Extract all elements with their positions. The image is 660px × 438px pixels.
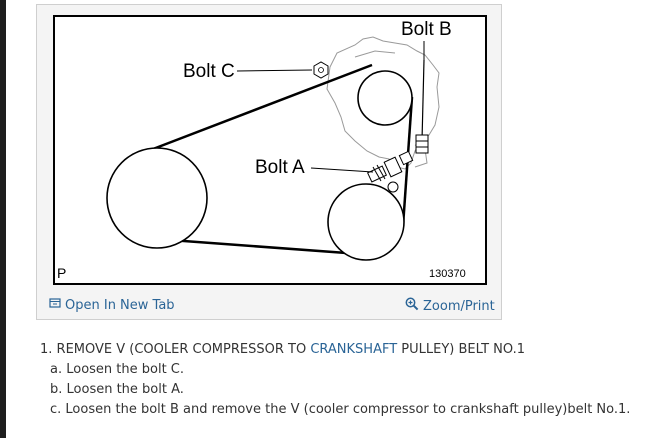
leader-lines (236, 41, 425, 173)
idler-pulley (327, 183, 405, 261)
crankshaft-link[interactable]: CRANKSHAFT (310, 342, 398, 357)
zoom-print-label: Zoom/Print (423, 298, 495, 314)
procedure-steps: 1. REMOVE V (COOLER COMPRESSOR TO CRANKS… (40, 340, 630, 420)
figure-number: 130370 (429, 268, 466, 280)
zoom-print-link[interactable]: Zoom/Print (405, 297, 495, 315)
open-new-tab-icon (49, 297, 61, 313)
belt-diagram[interactable]: Bolt C Bolt A Bolt B P 130370 (53, 15, 487, 285)
figure-card: Bolt C Bolt A Bolt B P 130370 Open In Ne… (36, 4, 502, 320)
step-1: 1. REMOVE V (COOLER COMPRESSOR TO CRANKS… (40, 340, 630, 360)
bolt-b-adjuster (366, 59, 429, 193)
crankshaft-pulley (106, 147, 208, 249)
label-bolt-b: Bolt B (401, 19, 452, 40)
open-new-tab-label: Open In New Tab (65, 297, 175, 313)
window-edge (0, 0, 6, 438)
step-1-suffix: PULLEY) BELT NO.1 (397, 342, 525, 357)
compressor-pulley (357, 70, 413, 126)
step-1-prefix: 1. REMOVE V (COOLER COMPRESSOR TO (40, 342, 311, 357)
label-bolt-c: Bolt C (183, 61, 235, 82)
open-new-tab-link[interactable]: Open In New Tab (49, 297, 175, 313)
label-bolt-a: Bolt A (255, 157, 305, 178)
step-1a: a. Loosen the bolt C. (50, 362, 185, 377)
zoom-in-icon (405, 297, 419, 315)
belt-diagram-drawing (106, 36, 440, 261)
figure-corner-label: P (57, 265, 67, 281)
bolt-c-hex (313, 61, 329, 79)
step-1b: b. Loosen the bolt A. (50, 382, 184, 397)
step-1c: c. Loosen the bolt B and remove the V (c… (50, 402, 631, 417)
